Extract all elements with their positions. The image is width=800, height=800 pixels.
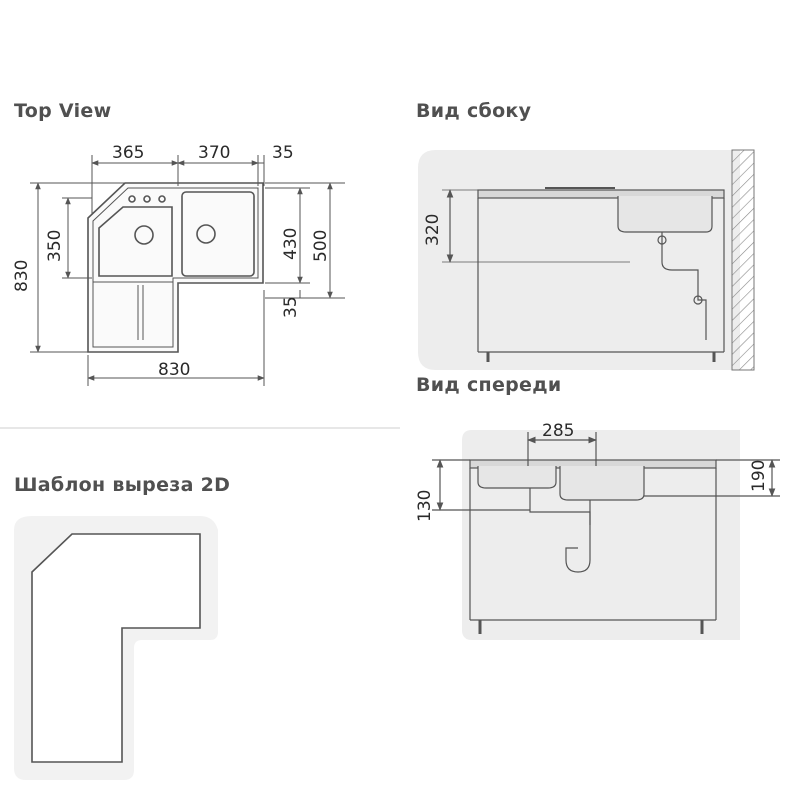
dim-830-vertical: 830 bbox=[12, 260, 32, 292]
left-drain bbox=[134, 225, 154, 245]
top-view-dimension-lines bbox=[30, 155, 345, 386]
top-view-title: Top View bbox=[14, 100, 112, 122]
dim-365: 365 bbox=[112, 143, 144, 163]
sink-inner-rim bbox=[92, 187, 259, 348]
dim-35-side: 35 bbox=[281, 296, 301, 318]
dim-430: 430 bbox=[281, 228, 301, 260]
left-bowl bbox=[98, 206, 173, 277]
dim-370: 370 bbox=[198, 143, 230, 163]
sink-outline bbox=[87, 182, 264, 353]
dim-190: 190 bbox=[749, 460, 769, 492]
wall-hatch bbox=[731, 149, 755, 371]
side-view-drawing: 320 bbox=[418, 149, 755, 371]
dim-830-horizontal: 830 bbox=[158, 360, 190, 380]
dim-500: 500 bbox=[311, 230, 331, 262]
cutout-template-drawing bbox=[14, 516, 218, 780]
tap-hole-1 bbox=[128, 195, 136, 203]
dim-350: 350 bbox=[45, 230, 65, 262]
cutout-template-title: Шаблон выреза 2D bbox=[14, 474, 231, 496]
dim-285: 285 bbox=[542, 421, 574, 441]
right-drain bbox=[196, 224, 216, 244]
top-view-drawing bbox=[87, 182, 264, 353]
side-view-title: Вид сбоку bbox=[416, 100, 532, 122]
cutout-inner-outline bbox=[31, 533, 201, 763]
front-view-title: Вид спереди bbox=[416, 374, 562, 396]
tap-hole-2 bbox=[143, 195, 151, 203]
tap-hole-3 bbox=[158, 195, 166, 203]
dim-35-top: 35 bbox=[272, 143, 294, 163]
front-view-drawing: 285 130 190 bbox=[415, 421, 780, 640]
side-view-background bbox=[418, 150, 740, 370]
right-bowl bbox=[181, 191, 255, 277]
dim-320: 320 bbox=[423, 214, 443, 246]
dim-130: 130 bbox=[415, 490, 435, 522]
